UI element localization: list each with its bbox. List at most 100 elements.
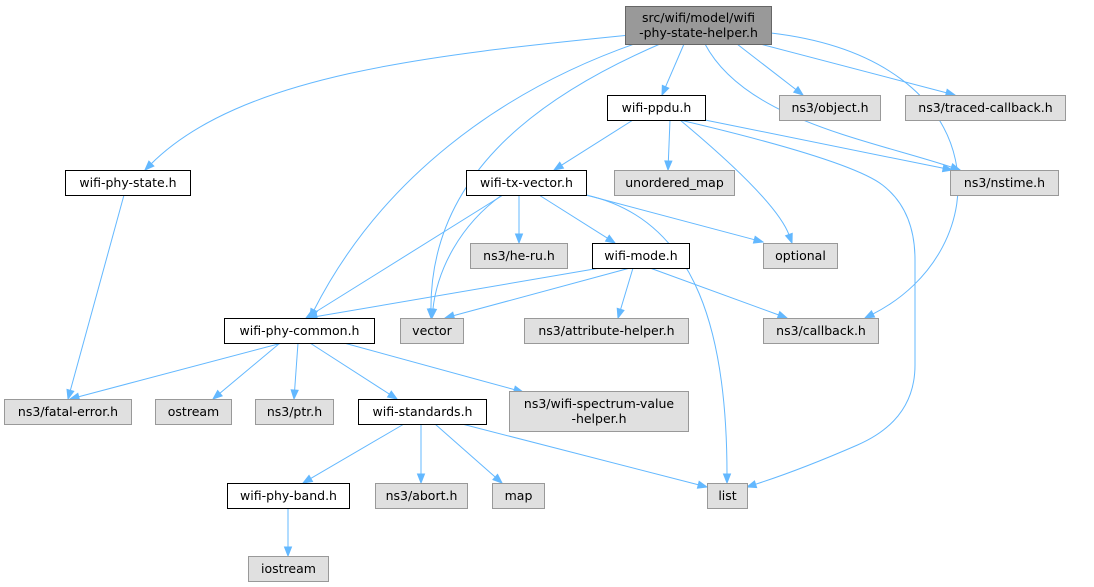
edge-line	[538, 194, 609, 240]
node-ns3-fatal-error[interactable]: ns3/fatal-error.h	[4, 399, 132, 425]
node-label: ns3/nstime.h	[964, 175, 1045, 190]
edge-line	[679, 119, 790, 236]
node-wifi-mode[interactable]: wifi-mode.h	[592, 243, 690, 269]
edge-line	[343, 342, 516, 391]
node-box	[492, 483, 545, 509]
edge-line	[619, 267, 634, 311]
edge-line	[770, 32, 959, 315]
node-box	[707, 483, 748, 509]
edge-wifi-tx-vector-to-optional	[585, 194, 765, 244]
node-label: unordered_map	[625, 175, 724, 190]
node-box	[625, 6, 772, 45]
node-vector[interactable]: vector	[400, 318, 464, 344]
edge-arrowhead	[144, 160, 155, 171]
node-wifi-phy-common[interactable]: wifi-phy-common.h	[224, 318, 375, 344]
edge-arrowhead	[301, 474, 314, 484]
node-label: wifi-standards.h	[373, 404, 473, 419]
node-label: wifi-phy-common.h	[240, 323, 360, 338]
node-box	[509, 391, 689, 432]
node-box	[614, 170, 735, 196]
edge-wifi-mode-to-wifi-phy-common	[306, 267, 601, 321]
node-ns3-attribute-helper[interactable]: ns3/attribute-helper.h	[524, 318, 689, 344]
node-wifi-tx-vector[interactable]: wifi-tx-vector.h	[466, 170, 587, 196]
edge-wifi-ppdu-to-optional	[679, 119, 793, 245]
edge-line	[704, 119, 945, 169]
node-root[interactable]: src/wifi/model/wifi-phy-state-helper.h	[625, 6, 772, 45]
node-optional[interactable]: optional	[763, 243, 838, 269]
node-wifi-phy-band[interactable]: wifi-phy-band.h	[227, 483, 350, 509]
node-iostream[interactable]: iostream	[248, 556, 329, 582]
node-label: ns3/wifi-spectrum-value	[524, 396, 674, 411]
edge-wifi-standards-to-ns3-abort	[416, 424, 426, 485]
edge-wifi-mode-to-ns3-callback	[649, 267, 789, 319]
edge-wifi-phy-band-to-iostream	[283, 508, 293, 558]
node-label: wifi-mode.h	[604, 248, 677, 263]
node-box	[375, 483, 468, 509]
edge-line	[312, 194, 504, 315]
node-box	[4, 399, 132, 425]
node-ns3-abort[interactable]: ns3/abort.h	[375, 483, 468, 509]
node-list[interactable]: list	[707, 483, 748, 509]
edge-arrowhead	[514, 233, 524, 245]
edge-wifi-tx-vector-to-list	[585, 194, 732, 485]
node-label: map	[505, 488, 533, 503]
node-label: optional	[775, 248, 826, 263]
node-wifi-ppdu[interactable]: wifi-ppdu.h	[607, 95, 706, 121]
node-label: wifi-tx-vector.h	[480, 175, 573, 190]
node-label: list	[718, 488, 736, 503]
edge-line	[313, 41, 641, 312]
node-box	[255, 399, 334, 425]
node-label: iostream	[261, 561, 316, 576]
edge-arrowhead	[283, 546, 293, 558]
edge-line	[309, 342, 391, 396]
node-unordered-map[interactable]: unordered_map	[614, 170, 735, 196]
node-box	[227, 483, 350, 509]
node-label: ns3/attribute-helper.h	[538, 323, 674, 338]
edge-arrowhead	[664, 160, 673, 172]
edge-wifi-ppdu-to-unordered-map	[664, 119, 673, 172]
node-label: ostream	[168, 404, 219, 419]
node-box	[905, 95, 1066, 121]
node-box	[607, 95, 706, 121]
edge-arrowhead	[66, 388, 75, 401]
edge-arrowhead	[752, 235, 765, 244]
edge-arrowhead	[416, 473, 426, 485]
node-ostream[interactable]: ostream	[155, 399, 232, 425]
edge-line	[585, 194, 728, 476]
node-label: ns3/object.h	[791, 100, 868, 115]
edge-line	[667, 119, 671, 163]
edge-wifi-phy-common-to-ostream	[211, 342, 281, 400]
edge-wifi-standards-to-list	[461, 423, 709, 489]
node-ns3-he-ru[interactable]: ns3/he-ru.h	[470, 243, 568, 269]
node-ns3-nstime[interactable]: ns3/nstime.h	[950, 170, 1059, 196]
edge-line	[69, 194, 125, 392]
node-ns3-ptr[interactable]: ns3/ptr.h	[255, 399, 334, 425]
edge-wifi-standards-to-map	[434, 423, 504, 484]
node-box	[592, 243, 690, 269]
edge-arrowhead	[211, 389, 224, 400]
node-wifi-phy-state[interactable]: wifi-phy-state.h	[65, 170, 191, 196]
node-ns3-object[interactable]: ns3/object.h	[779, 95, 881, 121]
edge-wifi-mode-to-vector	[443, 267, 631, 320]
edge-root-to-ns3-callback	[770, 32, 959, 319]
node-label: ns3/ptr.h	[267, 404, 322, 419]
edge-arrowhead	[863, 309, 876, 319]
edge-line	[736, 43, 797, 91]
node-label: ns3/callback.h	[776, 323, 866, 338]
edge-arrowhead	[386, 390, 399, 400]
edge-line	[315, 267, 601, 318]
edge-wifi-tx-vector-to-wifi-mode	[538, 194, 617, 244]
node-box	[400, 318, 464, 344]
edge-line	[430, 43, 661, 311]
node-ns3-wifi-spectrum-value-helper[interactable]: ns3/wifi-spectrum-value-helper.h	[509, 391, 689, 432]
edge-arrowhead	[745, 480, 758, 489]
edge-line	[452, 267, 631, 317]
node-ns3-traced-callback[interactable]: ns3/traced-callback.h	[905, 95, 1066, 121]
node-label: vector	[412, 323, 453, 338]
node-map[interactable]: map	[492, 483, 545, 509]
node-wifi-standards[interactable]: wifi-standards.h	[358, 399, 487, 425]
node-ns3-callback[interactable]: ns3/callback.h	[763, 318, 879, 344]
edge-wifi-mode-to-ns3-attribute-helper	[616, 267, 634, 320]
edge-arrowhead	[941, 163, 954, 173]
edge-line	[759, 43, 948, 94]
